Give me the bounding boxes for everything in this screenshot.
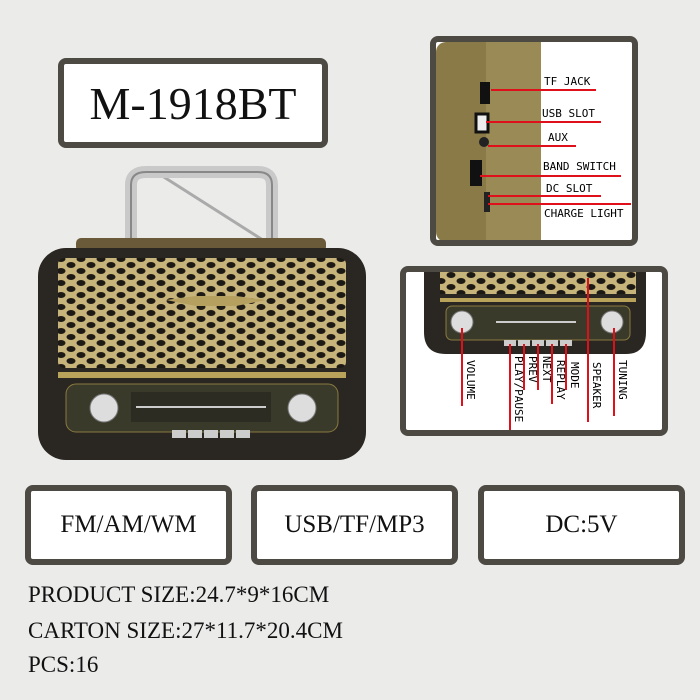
feature-band: FM/AM/WM [25, 485, 232, 565]
side-label-band-switch: BAND SWITCH [543, 160, 616, 173]
front-panel: VOLUME PLAY/PAUSE PREV NEXT REPLAY MODE … [400, 266, 668, 436]
front-label-tuning: TUNING [616, 360, 629, 400]
side-panel: TF JACK USB SLOT AUX BAND SWITCH DC SLOT… [430, 36, 638, 246]
front-label-prev: PREV [526, 356, 539, 383]
side-label-usb-slot: USB SLOT [542, 107, 595, 120]
side-image [436, 42, 631, 240]
feature-power: DC:5V [478, 485, 685, 565]
front-label-mode: MODE [568, 362, 581, 389]
side-label-tf-jack: TF JACK [544, 75, 591, 88]
front-label-replay: REPLAY [554, 360, 567, 400]
front-label-volume: VOLUME [464, 360, 477, 400]
front-label-next: NEXT [540, 356, 553, 383]
front-label-speaker: SPEAKER [590, 362, 603, 409]
feature-media: USB/TF/MP3 [251, 485, 458, 565]
spec-product-size: PRODUCT SIZE:24.7*9*16CM [28, 582, 330, 607]
side-label-charge-light: CHARGE LIGHT [544, 207, 624, 220]
side-label-dc-slot: DC SLOT [546, 182, 593, 195]
spec-pcs: PCS:16 [28, 652, 99, 677]
model-title: M-1918BT [58, 58, 328, 148]
front-detail-image [424, 272, 646, 430]
front-label-play-pause: PLAY/PAUSE [512, 356, 525, 423]
spec-carton-size: CARTON SIZE:27*11.7*20.4CM [28, 618, 343, 643]
radio-image [38, 166, 366, 460]
side-label-aux: AUX [548, 131, 568, 144]
